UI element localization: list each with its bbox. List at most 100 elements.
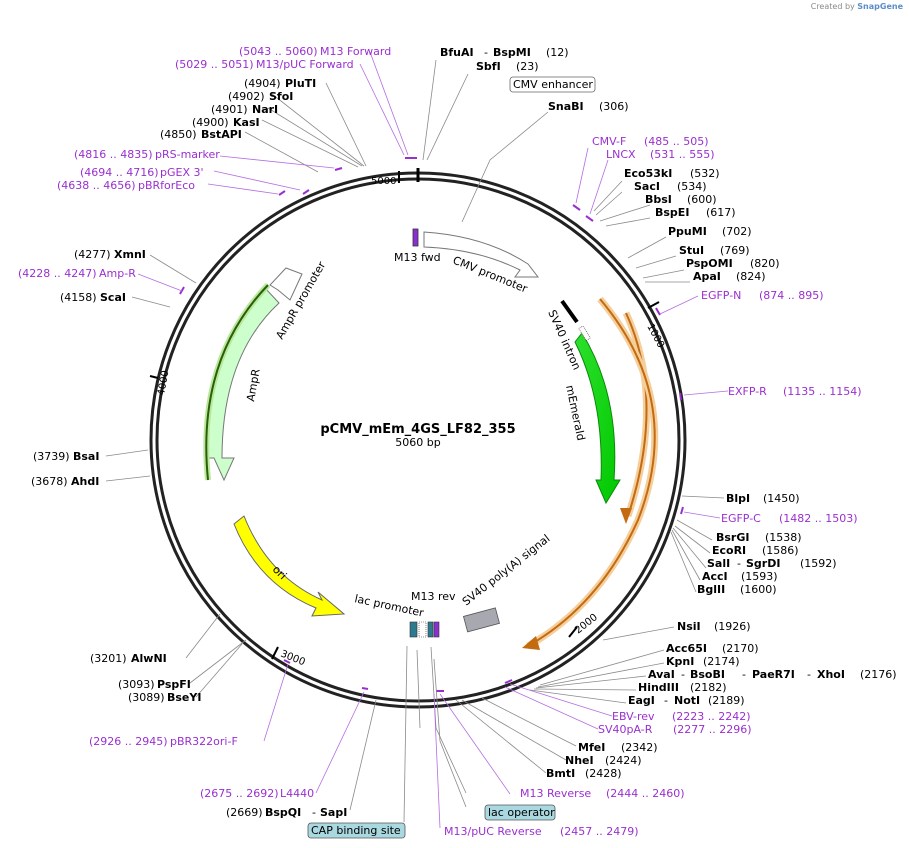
tick-label-5000: 5000: [371, 176, 396, 187]
apai-label: ApaI: [693, 270, 721, 283]
svg-text:(3739): (3739): [33, 450, 70, 463]
hindiii-label: HindIII: [638, 681, 679, 694]
bstapi-label: BstAPI: [201, 128, 242, 141]
cmv-enhancer-label: CMV enhancer: [513, 78, 593, 91]
pspfi-label: PspFI: [157, 678, 191, 691]
cmv-promoter-arrow[interactable]: [423, 231, 540, 278]
orange-cds-arc-1-core: [625, 312, 648, 517]
sapi-label: SapI: [320, 806, 347, 819]
m13-fwd-feature[interactable]: [412, 228, 419, 247]
pbr322-label: pBR322ori-F: [170, 735, 238, 748]
cap-site-block[interactable]: [427, 621, 434, 638]
svg-text:-: -: [742, 668, 746, 681]
memerald-label: mEmerald: [563, 384, 587, 442]
ecori-label: EcoRI: [712, 544, 746, 557]
svg-text:(4816 .. 4835): (4816 .. 4835): [74, 148, 153, 161]
m13-rev-feature[interactable]: [433, 621, 440, 638]
egfpn-label: EGFP-N: [701, 289, 741, 302]
primer-marks: [179, 157, 684, 692]
svg-text:(23): (23): [516, 60, 539, 73]
acci-label: AccI: [702, 570, 728, 583]
svg-text:(2174): (2174): [703, 655, 740, 668]
m13pucrev-label: M13/pUC Reverse: [444, 825, 542, 838]
svg-text:(2182): (2182): [690, 681, 727, 694]
svg-text:(2428): (2428): [585, 767, 622, 780]
svg-text:(2223 .. 2242): (2223 .. 2242): [672, 710, 751, 723]
orange-cds-arc-1-head: [620, 508, 632, 524]
sali-label: SalI: [707, 557, 730, 570]
plasmid-size: 5060 bp: [395, 436, 440, 449]
svg-text:(2424): (2424): [605, 754, 642, 767]
svg-text:(2170): (2170): [722, 642, 759, 655]
site-labels: BfuAI - BspMI (12) SbfI (23) CMV enhance…: [18, 45, 897, 839]
svg-text:(485 .. 505): (485 .. 505): [644, 135, 709, 148]
lac-operator-block[interactable]: [418, 621, 427, 638]
svg-text:(600): (600): [687, 193, 717, 206]
svg-text:(4638 .. 4656): (4638 .. 4656): [57, 179, 136, 192]
svg-text:(769): (769): [720, 244, 750, 257]
stui-label: StuI: [679, 244, 704, 257]
svg-text:(1135 .. 1154): (1135 .. 1154): [783, 385, 862, 398]
svg-text:(2926 .. 2945): (2926 .. 2945): [89, 735, 168, 748]
m13-rev-label: M13 rev: [411, 590, 456, 603]
svg-text:(1926): (1926): [714, 620, 751, 633]
svg-text:(820): (820): [750, 257, 780, 270]
sv40-polya-label: SV40 poly(A) signal: [460, 532, 553, 608]
svg-text:(824): (824): [736, 270, 766, 283]
snabi-label: SnaBI: [548, 100, 584, 113]
ampr-outer-arc-core: [205, 284, 269, 481]
cmv-enhancer-box[interactable]: [509, 76, 596, 93]
leader-lines: [105, 51, 729, 829]
svg-text:(4904): (4904): [244, 77, 281, 90]
bsrgi-label: BsrGI: [716, 531, 749, 544]
acc65i-label: Acc65I: [666, 642, 707, 655]
bmti-label: BmtI: [546, 767, 575, 780]
sgrdi-label: SgrDI: [746, 557, 780, 570]
svg-text:(2457 .. 2479): (2457 .. 2479): [560, 825, 639, 838]
lac-operator-box[interactable]: [484, 804, 556, 821]
kpni-label: KpnI: [666, 655, 694, 668]
paer7i-label: PaeR7I: [752, 668, 795, 681]
eagi-label: EagI: [628, 694, 655, 707]
svg-text:(5029 .. 5051): (5029 .. 5051): [175, 58, 254, 71]
svg-text:-: -: [484, 46, 488, 59]
noti-label: NotI: [674, 694, 700, 707]
bspei-label: BspEI: [655, 206, 689, 219]
svg-text:(2277 .. 2296): (2277 .. 2296): [673, 723, 752, 736]
svg-text:(1593): (1593): [741, 570, 778, 583]
plasmid-name: pCMV_mEm_4GS_LF82_355: [320, 422, 515, 437]
memerald-linker: [578, 325, 591, 341]
xmni-label: XmnI: [114, 248, 146, 261]
svg-text:(617): (617): [706, 206, 736, 219]
m13puc-label: M13/pUC Forward: [256, 58, 354, 71]
svg-text:(2342): (2342): [621, 741, 658, 754]
cmvf-label: CMV-F: [592, 135, 626, 148]
m13reverse-label: M13 Reverse: [520, 787, 591, 800]
ampr-promoter-arrow[interactable]: [269, 267, 303, 301]
bspmi-label: BspMI: [493, 46, 531, 59]
cap-site-box[interactable]: [307, 822, 406, 839]
kasi-label: KasI: [233, 116, 260, 129]
sv40-polya-box[interactable]: [462, 607, 500, 633]
lac-promoter-block[interactable]: [409, 621, 418, 638]
svg-text:-: -: [807, 668, 811, 681]
m13-fwd-label: M13 fwd: [394, 251, 441, 264]
svg-text:(2669): (2669): [226, 806, 263, 819]
svg-text:(3678): (3678): [31, 475, 68, 488]
nari-label: NarI: [252, 103, 278, 116]
bspqi-label: BspQI: [265, 806, 301, 819]
memerald-arrow[interactable]: [574, 332, 621, 505]
svg-text:(306): (306): [599, 100, 629, 113]
lncx-label: LNCX: [606, 148, 636, 161]
eco53ki-label: Eco53kI: [624, 167, 672, 180]
svg-text:(532): (532): [690, 167, 720, 180]
ori-arrow[interactable]: [233, 515, 346, 617]
svg-text:(2176): (2176): [860, 668, 897, 681]
ampr-promoter-label: AmpR promoter: [273, 259, 328, 342]
orange-cds-arc-2-core: [527, 298, 656, 647]
svg-text:(874 .. 895): (874 .. 895): [759, 289, 824, 302]
egfpc-label: EGFP-C: [721, 512, 761, 525]
mfei-label: MfeI: [578, 741, 605, 754]
blpi-label: BlpI: [726, 492, 750, 505]
